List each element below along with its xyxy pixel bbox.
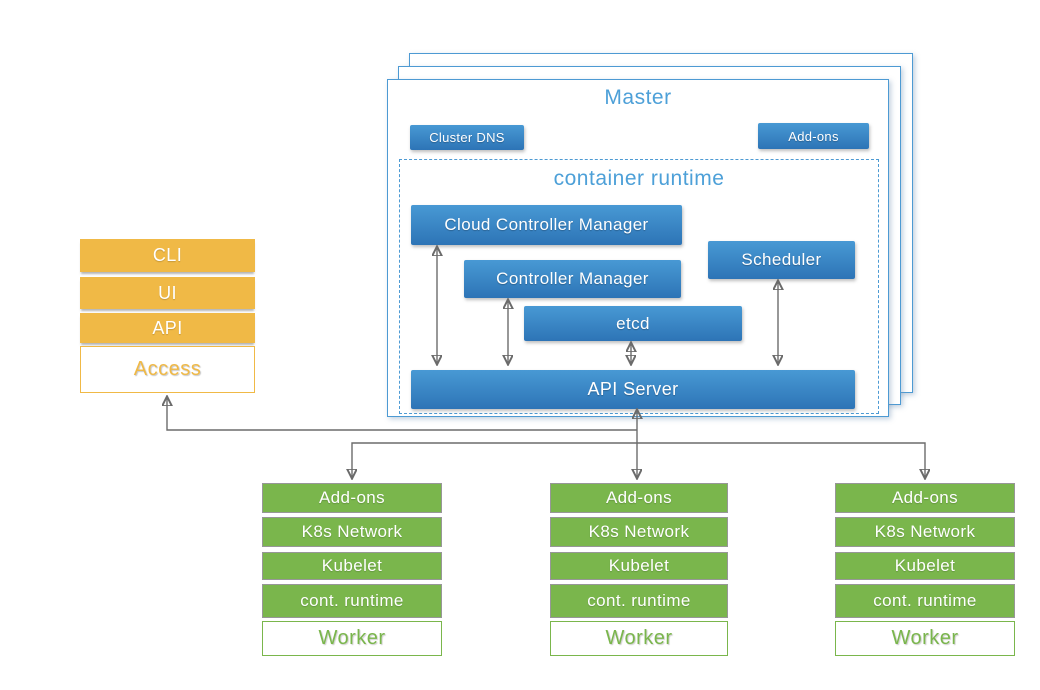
worker-1-label-box: Worker: [262, 621, 442, 656]
worker-1-kubelet-box: Kubelet: [262, 552, 442, 580]
worker-node-1: Add-ons K8s Network Kubelet cont. runtim…: [262, 483, 442, 656]
ui-box: UI: [80, 277, 255, 309]
api-box: API: [80, 313, 255, 343]
worker-1-addons-box: Add-ons: [262, 483, 442, 513]
worker-3-kubelet-box: Kubelet: [835, 552, 1015, 580]
scheduler-box: Scheduler: [708, 241, 855, 279]
etcd-box: etcd: [524, 306, 742, 341]
master-node-box: Master Cluster DNS Add-ons container run…: [387, 79, 889, 417]
cli-box: CLI: [80, 239, 255, 272]
worker-2-label-box: Worker: [550, 621, 728, 656]
master-title: Master: [604, 86, 672, 109]
worker-node-3: Add-ons K8s Network Kubelet cont. runtim…: [835, 483, 1015, 656]
worker-1-k8s-network-box: K8s Network: [262, 517, 442, 547]
worker-3-container-runtime-box: cont. runtime: [835, 584, 1015, 618]
container-runtime-title: container runtime: [553, 167, 725, 190]
worker-node-2: Add-ons K8s Network Kubelet cont. runtim…: [550, 483, 728, 656]
worker-2-container-runtime-box: cont. runtime: [550, 584, 728, 618]
controller-manager-box: Controller Manager: [464, 260, 681, 298]
cloud-controller-manager-box: Cloud Controller Manager: [411, 205, 682, 245]
worker-3-k8s-network-box: K8s Network: [835, 517, 1015, 547]
container-runtime-box: container runtime Cloud Controller Manag…: [399, 159, 879, 414]
api-server-box: API Server: [411, 370, 855, 409]
worker-3-addons-box: Add-ons: [835, 483, 1015, 513]
access-stack: CLI UI API Access: [80, 239, 255, 393]
access-label-box: Access: [80, 346, 255, 393]
cluster-dns-box: Cluster DNS: [410, 125, 524, 150]
worker-1-container-runtime-box: cont. runtime: [262, 584, 442, 618]
master-addons-box: Add-ons: [758, 123, 869, 149]
arrow-apiserver-workers-1-3: [352, 442, 925, 478]
worker-2-k8s-network-box: K8s Network: [550, 517, 728, 547]
worker-3-label-box: Worker: [835, 621, 1015, 656]
worker-2-kubelet-box: Kubelet: [550, 552, 728, 580]
worker-2-addons-box: Add-ons: [550, 483, 728, 513]
